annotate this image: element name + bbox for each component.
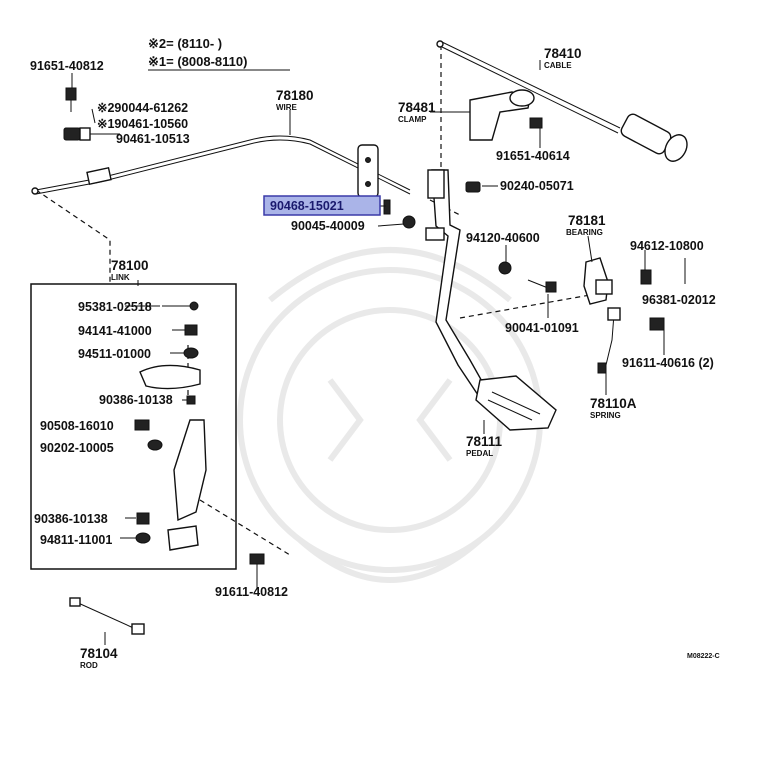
highlight-box xyxy=(263,195,381,216)
label-90202-10005: 90202-10005 xyxy=(40,441,114,455)
fasteners-top-left xyxy=(63,87,265,582)
label-78110A-sub: SPRING xyxy=(590,411,621,420)
label-91611-40812: 91611-40812 xyxy=(215,585,288,599)
label-95381-02518: 95381-02518 xyxy=(78,300,152,314)
label-78481: 78481 xyxy=(398,100,436,115)
label-78104-sub: ROD xyxy=(80,661,98,670)
highlighted-part-90468-15021[interactable]: 90468-15021 xyxy=(263,195,381,216)
label-78180: 78180 xyxy=(276,88,314,103)
label-94511-01000: 94511-01000 xyxy=(78,347,151,361)
label-78410-sub: CABLE xyxy=(544,61,572,70)
label-90045-40009: 90045-40009 xyxy=(291,219,365,233)
label-78104: 78104 xyxy=(80,646,118,661)
label-78410: 78410 xyxy=(544,46,582,61)
label-94612-10800: 94612-10800 xyxy=(630,239,704,253)
legend-block: ※2= (8110- ) ※1= (8008-8110) xyxy=(148,36,290,71)
legend-note-1: ※1= (8008-8110) xyxy=(148,54,247,69)
pedal-78111 xyxy=(425,169,557,431)
rod-78104 xyxy=(69,597,145,635)
leader-lines xyxy=(71,60,665,645)
label-78481-sub: CLAMP xyxy=(398,115,427,124)
legend-note-2: ※2= (8110- ) xyxy=(148,36,222,51)
label-90386-10138-b: 90386-10138 xyxy=(34,512,108,526)
label-94120-40600: 94120-40600 xyxy=(466,231,540,245)
cable-78410 xyxy=(436,40,688,162)
label-78181-sub: BEARING xyxy=(566,228,603,237)
label-90386-10138-a: 90386-10138 xyxy=(99,393,173,407)
label-190461-10560: ※190461-10560 xyxy=(97,117,188,131)
label-78100: 78100 xyxy=(111,258,149,273)
label-96381-02012: 96381-02012 xyxy=(642,293,716,307)
diagram-code: M08222-C xyxy=(687,653,720,660)
label-90240-05071: 90240-05071 xyxy=(500,179,574,193)
label-91611-40616: 91611-40616 (2) xyxy=(622,356,714,370)
label-78180-sub: WIRE xyxy=(276,103,298,112)
part-labels: 91651-40812 ※290044-61262 ※190461-10560 … xyxy=(30,46,720,670)
label-91651-40614: 91651-40614 xyxy=(496,149,570,163)
label-78111-sub: PEDAL xyxy=(466,449,493,458)
fasteners-pedal xyxy=(383,181,686,374)
wire-78180 xyxy=(31,135,411,198)
clamp-78481 xyxy=(469,89,543,141)
label-78181: 78181 xyxy=(568,213,606,228)
label-78111: 78111 xyxy=(466,434,503,449)
label-90461-10513: 90461-10513 xyxy=(116,132,190,146)
dashed-leaders xyxy=(35,45,591,556)
label-290044-61262: ※290044-61262 xyxy=(97,101,188,115)
label-94141-41000: 94141-41000 xyxy=(78,324,152,338)
label-90041-01091: 90041-01091 xyxy=(505,321,579,335)
label-90468-15021[interactable]: 90468-15021 xyxy=(270,199,344,213)
label-90508-16010: 90508-16010 xyxy=(40,419,114,433)
spring-78110A xyxy=(605,307,621,366)
label-78100-sub: LINK xyxy=(111,273,130,282)
label-91651-40812: 91651-40812 xyxy=(30,59,104,73)
link-box-78100 xyxy=(30,283,237,570)
bearing-78181 xyxy=(583,257,613,305)
label-78110A: 78110A xyxy=(590,396,637,411)
label-94811-11001: 94811-11001 xyxy=(40,533,112,547)
